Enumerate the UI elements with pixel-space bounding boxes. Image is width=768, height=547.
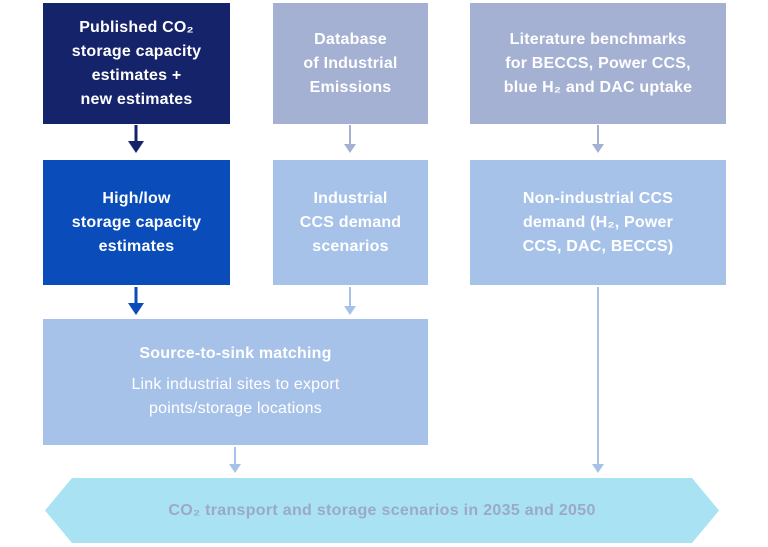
arrow-head	[344, 306, 356, 315]
arrow-head	[128, 303, 144, 315]
arrow-head	[128, 141, 144, 153]
arrow-shaft	[349, 287, 351, 307]
arrow-shaft	[597, 287, 599, 465]
box-database-industrial-emissions: Database of Industrial Emissions	[273, 3, 428, 124]
box-non-industrial-ccs-demand: Non-industrial CCS demand (H₂, Power CCS…	[470, 160, 726, 285]
arrow-shaft	[234, 447, 236, 465]
matching-subtitle: Link industrial sites to export points/s…	[131, 376, 340, 417]
box-literature-benchmarks: Literature benchmarks for BECCS, Power C…	[470, 3, 726, 124]
banner-co2-scenarios: CO₂ transport and storage scenarios in 2…	[45, 478, 719, 543]
matching-content: Source-to-sink matching Link industrial …	[131, 343, 339, 421]
arrow-nonindustrial-demand-to-banner	[589, 287, 607, 473]
arrow-head	[592, 144, 604, 153]
arrow-industrial-demand-to-matching	[341, 287, 359, 315]
box-highlow-storage-estimates: High/low storage capacity estimates	[43, 160, 230, 285]
arrow-matching-to-banner	[226, 447, 244, 473]
arrow-shaft	[349, 125, 351, 145]
arrow-published-to-highlow	[127, 125, 145, 153]
box-published-co2-storage-estimates: Published CO₂ storage capacity estimates…	[43, 3, 230, 124]
arrow-shaft	[134, 287, 138, 304]
arrow-database-to-industrial-demand	[341, 125, 359, 153]
arrow-head	[592, 464, 604, 473]
arrow-head	[344, 144, 356, 153]
arrow-shaft	[134, 125, 138, 142]
arrow-shaft	[597, 125, 599, 145]
matching-title: Source-to-sink matching	[139, 345, 332, 362]
box-industrial-ccs-demand: Industrial CCS demand scenarios	[273, 160, 428, 285]
arrow-highlow-to-matching	[127, 287, 145, 315]
box-source-to-sink-matching: Source-to-sink matching Link industrial …	[43, 319, 428, 445]
arrow-literature-to-nonindustrial-demand	[589, 125, 607, 153]
arrow-head	[229, 464, 241, 473]
